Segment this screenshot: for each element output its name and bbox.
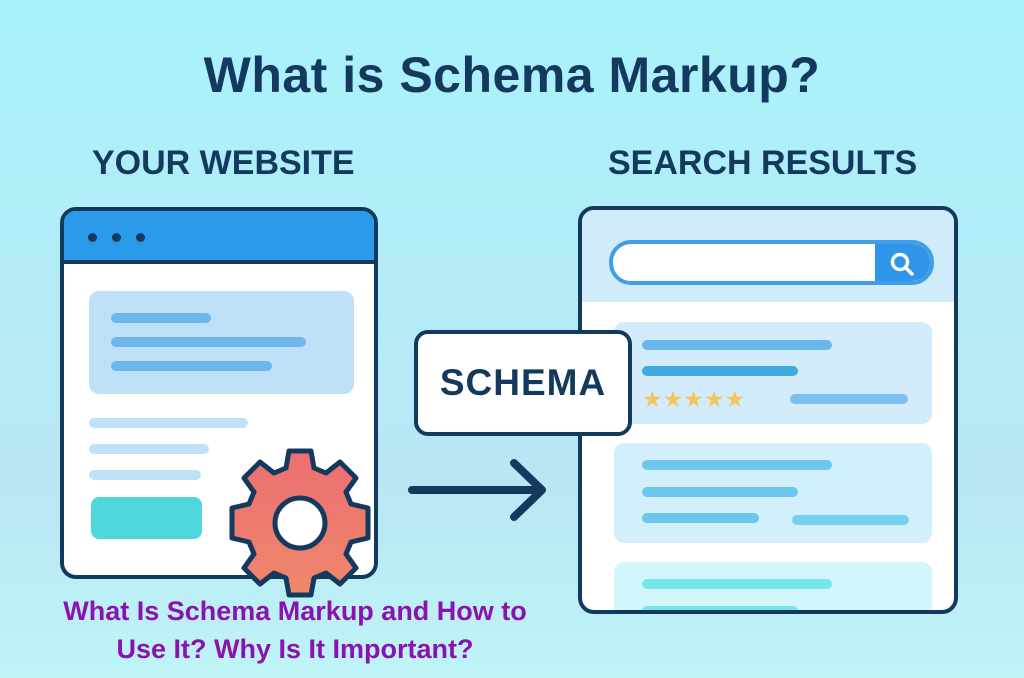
text-line bbox=[89, 418, 248, 428]
hero-block bbox=[89, 291, 354, 394]
text-line bbox=[89, 444, 209, 454]
search-icon bbox=[890, 252, 914, 276]
page-title: What is Schema Markup? bbox=[203, 47, 821, 103]
result-card-rich: ★★★★★ bbox=[614, 322, 932, 424]
result-url-line bbox=[642, 366, 798, 376]
window-dot-icon bbox=[112, 233, 121, 242]
search-input[interactable] bbox=[609, 240, 934, 285]
cta-button bbox=[91, 497, 202, 539]
schema-badge: SCHEMA bbox=[414, 330, 632, 436]
star-icon: ★ bbox=[662, 386, 684, 412]
search-results-window: ★★★★★ bbox=[578, 206, 958, 614]
result-card bbox=[614, 562, 932, 610]
window-dot-icon bbox=[136, 233, 145, 242]
window-dot-icon bbox=[88, 233, 97, 242]
text-line bbox=[89, 470, 201, 480]
result-title-line bbox=[642, 340, 832, 350]
search-header bbox=[582, 210, 954, 302]
text-line bbox=[111, 337, 306, 347]
rating-stars: ★★★★★ bbox=[642, 386, 746, 412]
your-website-label: YOUR WEBSITE bbox=[92, 144, 355, 182]
star-icon: ★ bbox=[642, 386, 663, 412]
star-icon: ★ bbox=[683, 386, 704, 412]
search-button[interactable] bbox=[875, 244, 930, 281]
result-snippet-line bbox=[642, 513, 759, 523]
caption-line-1: What Is Schema Markup and How to bbox=[63, 596, 527, 626]
star-icon: ★ bbox=[703, 386, 725, 412]
website-window bbox=[60, 207, 378, 579]
caption: What Is Schema Markup and How to Use It?… bbox=[0, 592, 590, 668]
star-icon: ★ bbox=[724, 386, 746, 412]
result-title-line bbox=[642, 579, 832, 589]
gear-icon bbox=[229, 448, 371, 598]
result-card bbox=[614, 443, 932, 543]
text-line bbox=[111, 313, 211, 323]
result-snippet-line bbox=[792, 515, 909, 525]
result-title-line bbox=[642, 460, 832, 470]
caption-line-2: Use It? Why Is It Important? bbox=[116, 634, 474, 664]
result-url-line bbox=[642, 606, 798, 610]
arrow-right-icon bbox=[408, 459, 546, 521]
browser-title-bar bbox=[64, 211, 374, 264]
text-line bbox=[111, 361, 272, 371]
result-url-line bbox=[642, 487, 798, 497]
search-results-label: SEARCH RESULTS bbox=[608, 144, 918, 182]
result-snippet-line bbox=[790, 394, 908, 404]
